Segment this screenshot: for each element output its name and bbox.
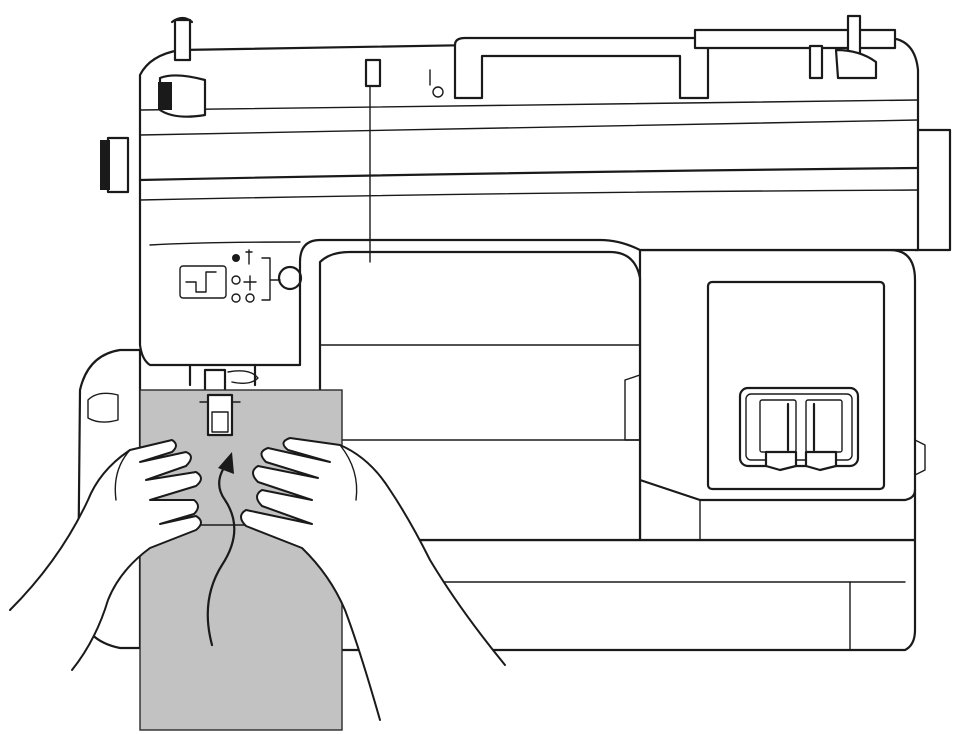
handwheel-icon (100, 136, 130, 194)
presser-foot-over-fabric (199, 393, 241, 437)
reverse-button-icon (277, 265, 303, 291)
machine-upper-body (138, 36, 920, 367)
left-hand-icon (9, 439, 202, 671)
thread-take-up-lever-icon (158, 16, 207, 118)
indicator-lights-icon (179, 249, 281, 303)
stitch-selector-icon (738, 386, 860, 472)
right-hand-icon (240, 437, 506, 721)
feed-direction-arrow-icon (206, 452, 236, 647)
spool-pin-icon (364, 14, 897, 98)
machine-arm-opening (318, 250, 917, 542)
